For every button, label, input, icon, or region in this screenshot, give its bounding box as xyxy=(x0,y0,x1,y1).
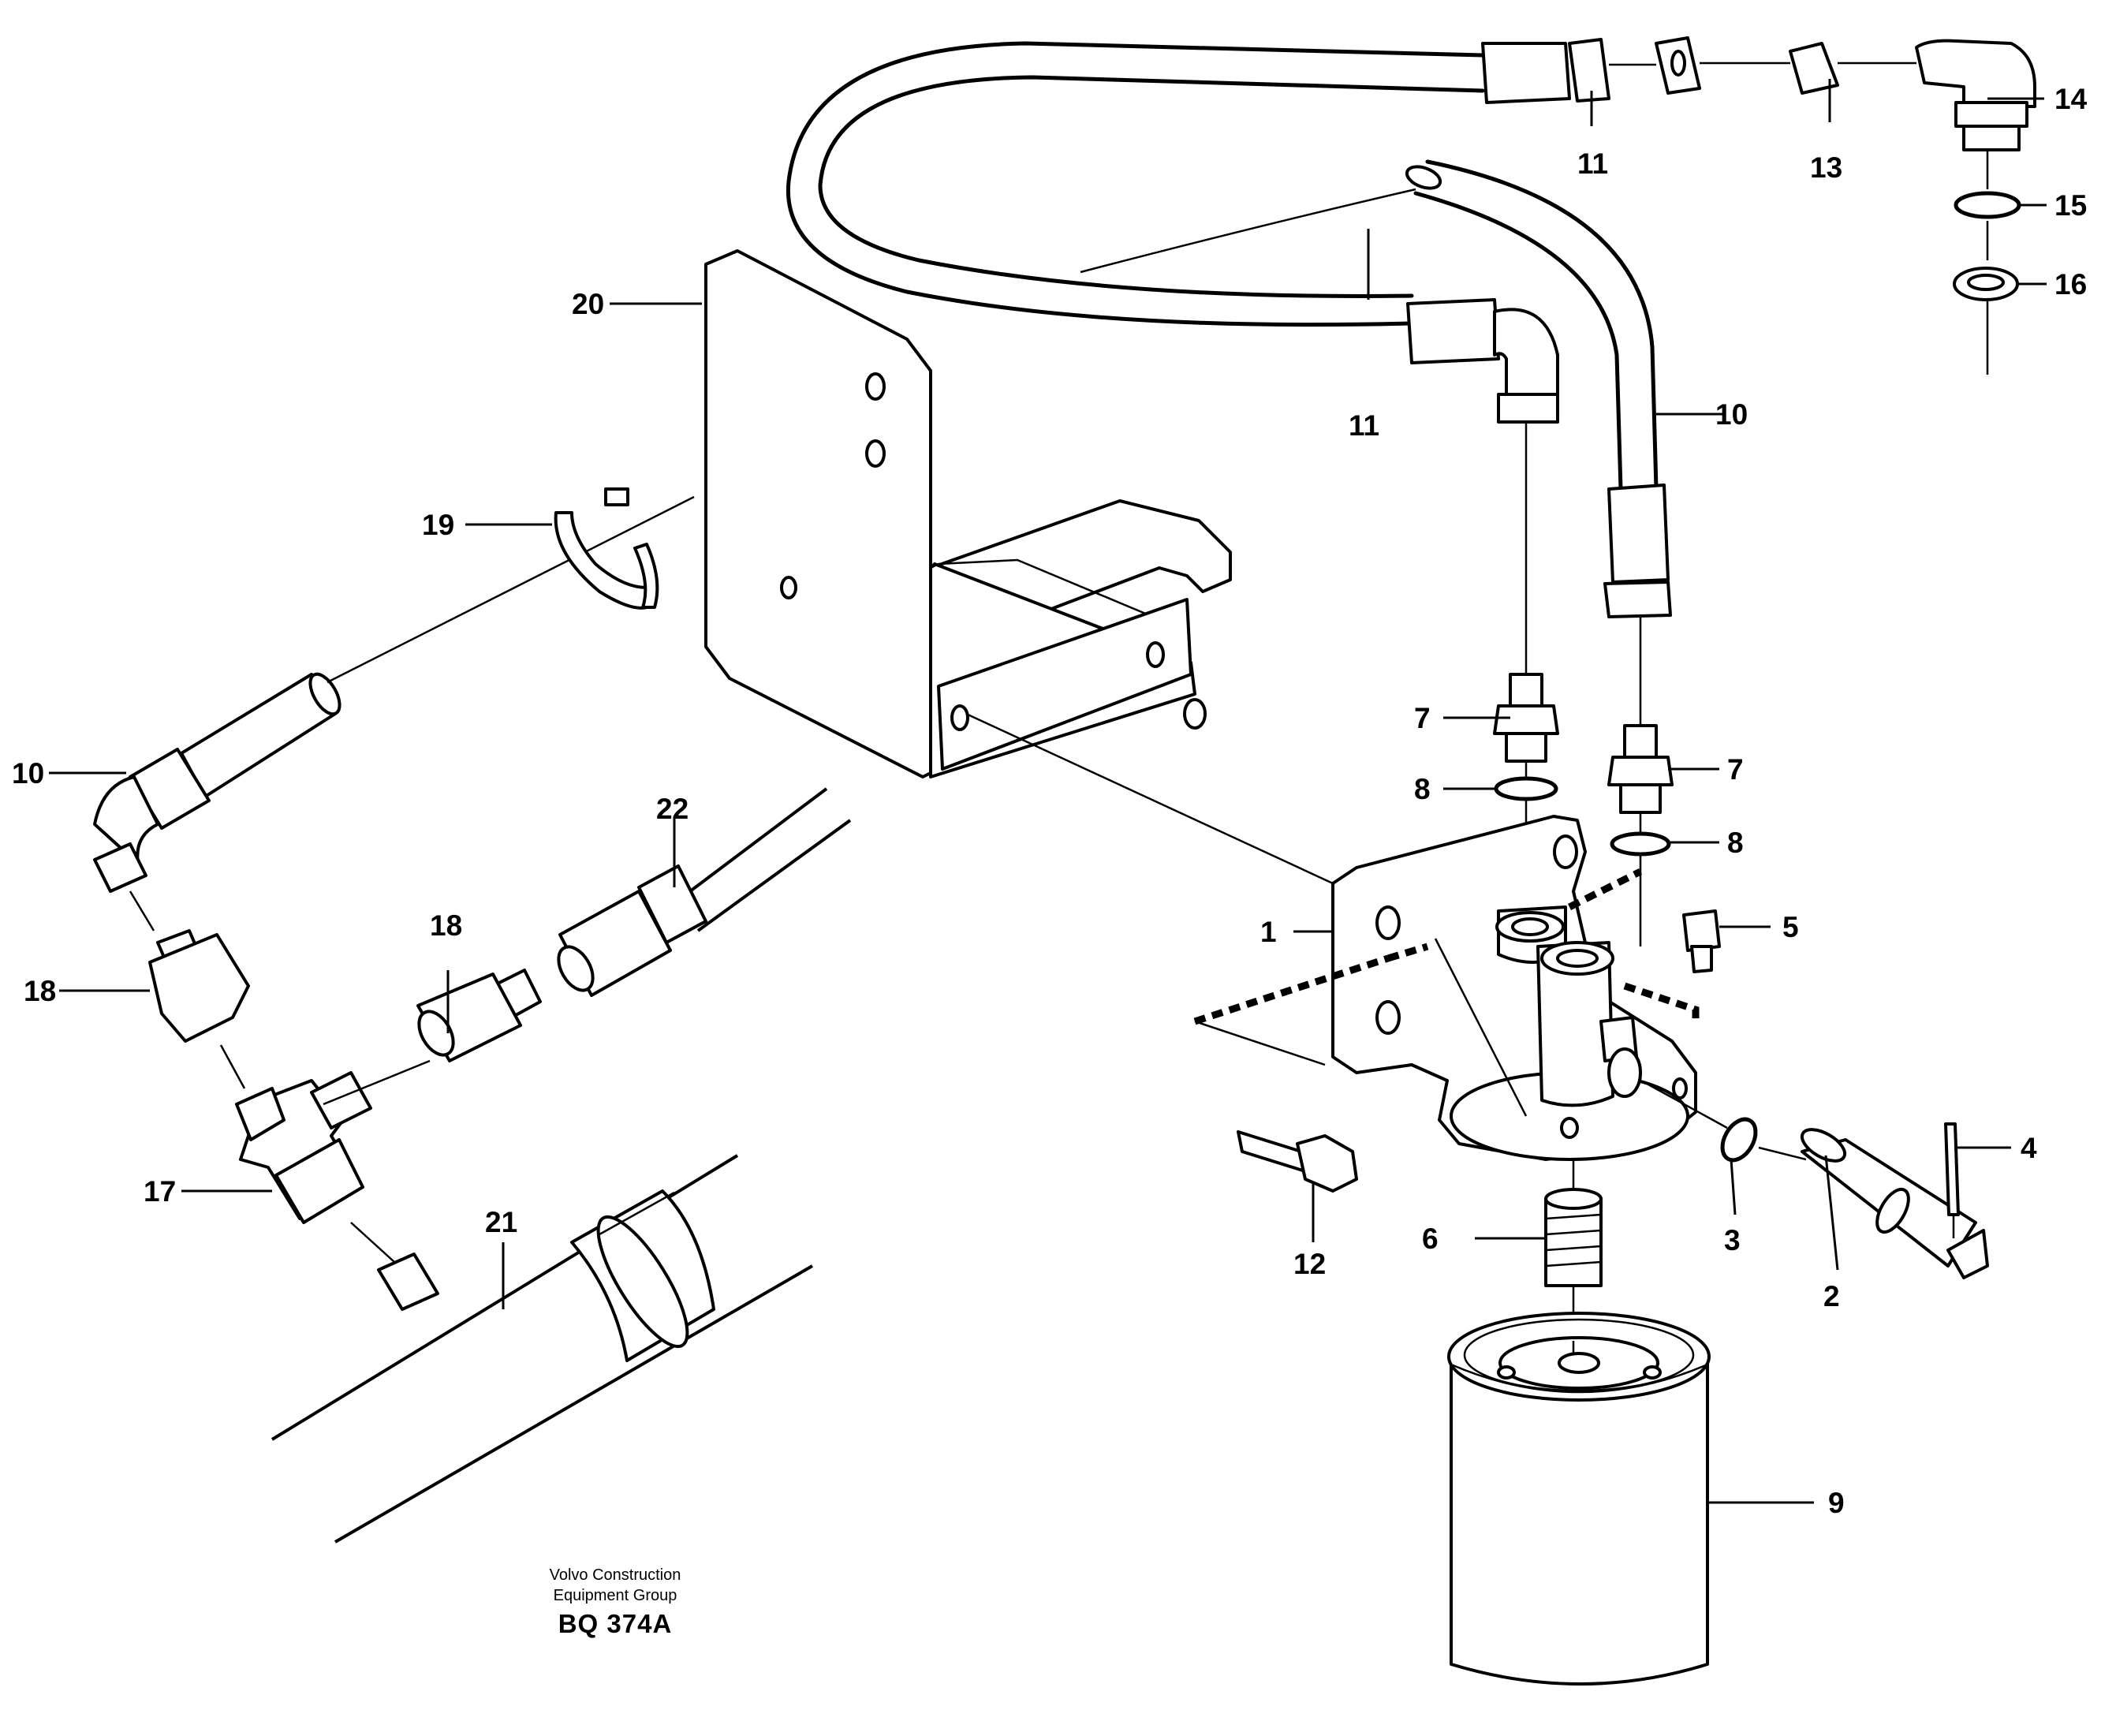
part-6-stud xyxy=(1544,1159,1603,1353)
label-18a: 18 xyxy=(24,975,56,1007)
label-15: 15 xyxy=(2054,189,2087,222)
company-line-1: Volvo Construction xyxy=(549,1566,681,1584)
part-10-hose-right xyxy=(1080,159,1672,726)
label-2: 2 xyxy=(1823,1280,1840,1312)
label-11b: 11 xyxy=(1349,409,1379,442)
part-10-hose-left xyxy=(93,495,695,931)
part-17-tee xyxy=(235,1059,439,1311)
label-1: 1 xyxy=(1260,916,1277,948)
label-16: 16 xyxy=(2054,268,2087,301)
label-9: 9 xyxy=(1828,1487,1845,1519)
dashed-mounting-lines xyxy=(1193,868,1700,1025)
label-19: 19 xyxy=(422,509,454,541)
drawing-credit: Volvo Construction Equipment Group BQ 37… xyxy=(481,1565,749,1639)
part-11-hose xyxy=(786,36,1839,674)
part-22-hose xyxy=(557,787,852,997)
label-12: 12 xyxy=(1293,1248,1326,1280)
part-5-screw xyxy=(1682,909,1721,973)
label-17: 17 xyxy=(144,1175,176,1208)
part-1-filter-head xyxy=(1331,815,1697,1161)
label-18b: 18 xyxy=(430,909,462,942)
label-10a: 10 xyxy=(12,757,44,790)
label-14: 14 xyxy=(2054,83,2088,115)
label-5: 5 xyxy=(1782,911,1799,943)
label-3: 3 xyxy=(1724,1224,1741,1256)
part-9-filter xyxy=(1447,1312,1711,1686)
parts-13-16-fittings xyxy=(1609,39,2036,375)
leader-lines xyxy=(49,79,2047,1504)
part-2-valve xyxy=(1758,1128,1989,1279)
part-18-adapter-mid xyxy=(416,969,542,1062)
label-13: 13 xyxy=(1810,151,1842,184)
label-11a: 11 xyxy=(1577,147,1608,180)
label-8a: 8 xyxy=(1414,773,1431,805)
part-18-adapter-left xyxy=(148,929,250,1089)
company-line-2: Equipment Group xyxy=(553,1587,677,1604)
parts-7-8-nipples xyxy=(1493,673,1674,946)
part-3-oring xyxy=(1648,1083,1758,1163)
label-20: 20 xyxy=(572,288,604,320)
label-7a: 7 xyxy=(1414,702,1431,734)
label-21: 21 xyxy=(485,1206,517,1238)
part-19-clamp xyxy=(554,487,659,610)
label-6: 6 xyxy=(1422,1223,1439,1255)
part-12-bolt xyxy=(1194,1020,1358,1193)
part-20-bracket xyxy=(704,249,1334,885)
callout-labels: 1 2 3 4 5 6 7 7 8 8 9 10 10 11 11 12 13 … xyxy=(12,83,2088,1519)
label-22: 22 xyxy=(656,793,689,825)
drawing-code: BQ 374A xyxy=(558,1609,673,1638)
label-10b: 10 xyxy=(1715,398,1748,431)
label-8b: 8 xyxy=(1727,827,1744,859)
part-21-pipe xyxy=(271,1154,814,1544)
label-7b: 7 xyxy=(1727,753,1744,786)
label-4: 4 xyxy=(2021,1132,2037,1164)
